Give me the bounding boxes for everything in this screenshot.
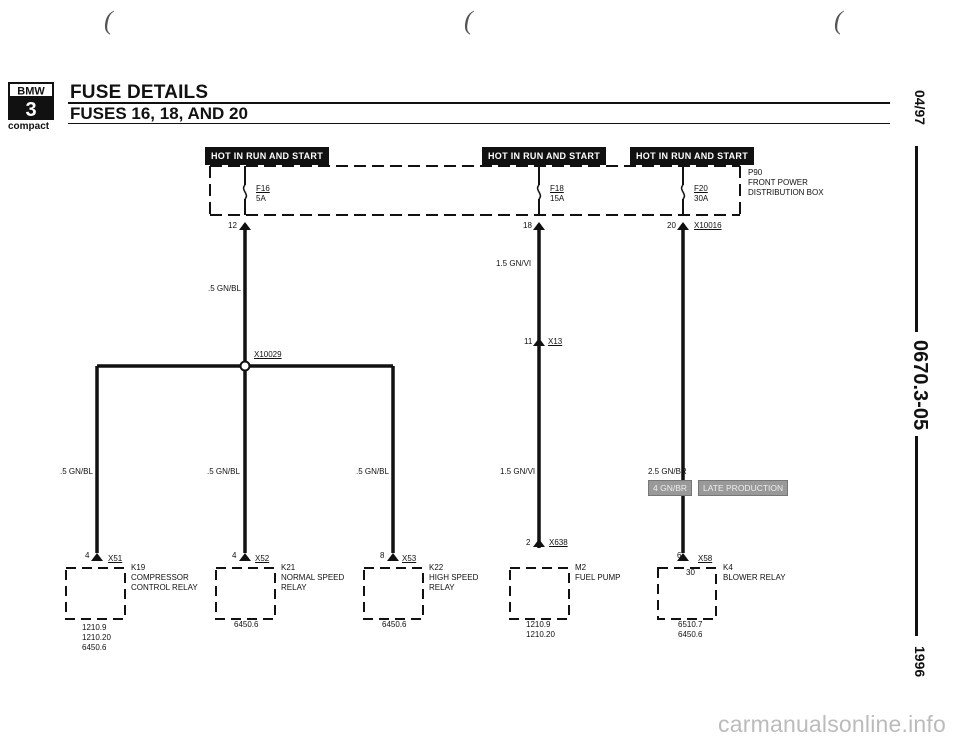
m2-ref-2: 1210.20 (526, 630, 555, 639)
k4-name-1: BLOWER RELAY (723, 573, 786, 582)
inline-connector-x13: X13 (548, 337, 563, 346)
k4-inner-pin: 30 (686, 568, 695, 577)
side-divider-2 (915, 436, 918, 636)
k22-connector: X53 (402, 554, 417, 563)
k19-name-2: CONTROL RELAY (131, 583, 198, 592)
bmw-logo-icon: BMW 3 (8, 82, 54, 120)
wire-branch-mid: .5 GN/BL (207, 467, 240, 476)
svg-text:BMW: BMW (17, 86, 45, 98)
model-label: compact (8, 121, 50, 132)
k22-ref-1: 6450.6 (382, 620, 407, 629)
k19-pin: 4 (85, 551, 90, 560)
k19-ref-3: 6450.6 (82, 643, 107, 652)
k22-name-1: HIGH SPEED (429, 573, 479, 582)
scan-mark-right: ( (834, 6, 843, 35)
k19-name-1: COMPRESSOR (131, 573, 189, 582)
page-subtitle: FUSES 16, 18, AND 20 (70, 104, 248, 123)
page-title: FUSE DETAILS (70, 82, 209, 103)
k19-id: K19 (131, 563, 146, 572)
svg-text:3: 3 (25, 99, 36, 120)
wire-f18-lower: 1.5 GN/VI (500, 467, 536, 476)
k22-name-2: RELAY (429, 583, 455, 592)
side-divider-1 (915, 146, 918, 332)
splice-x10029: X10029 (254, 350, 282, 359)
scan-mark-center: ( (464, 6, 473, 35)
wire-branch-left: .5 GN/BL (60, 467, 93, 476)
wire-f20: 2.5 GN/BR (648, 467, 687, 476)
k4-ref-1: 6510.7 (678, 620, 703, 629)
watermark: carmanualsonline.info (718, 711, 946, 737)
title-rule (68, 102, 890, 104)
wire-f18-upper: 1.5 GN/VI (496, 259, 532, 268)
fuse-f20-rating: 30A (694, 194, 709, 203)
dist-box-name-2: DISTRIBUTION BOX (748, 188, 824, 197)
dist-box-name-1: FRONT POWER (748, 178, 808, 187)
fuse-f18-rating: 15A (550, 194, 565, 203)
m2-id: M2 (575, 563, 587, 572)
late-production-wire: 4 GN/BR (648, 480, 693, 496)
k21-name-1: NORMAL SPEED (281, 573, 345, 582)
k21-pin: 4 (232, 551, 237, 560)
scan-mark-left: ( (104, 6, 113, 35)
pin-f18: 18 (523, 221, 532, 230)
dist-box-id: P90 (748, 168, 763, 177)
k21-connector: X52 (255, 554, 270, 563)
pin-f20: 20 (667, 221, 676, 230)
k21-name-2: RELAY (281, 583, 307, 592)
wire-branch-right: .5 GN/BL (356, 467, 389, 476)
fuse-f16-rating: 5A (256, 194, 266, 203)
power-label-f20: HOT IN RUN AND START (630, 147, 754, 165)
k19-ref-1: 1210.9 (82, 623, 107, 632)
power-label-f16: HOT IN RUN AND START (205, 147, 329, 165)
k4-id: K4 (723, 563, 733, 572)
power-label-f18: HOT IN RUN AND START (482, 147, 606, 165)
fuse-f18-id: F18 (550, 184, 564, 193)
m2-pin: 2 (526, 538, 531, 547)
k4-pin: 6 (677, 551, 682, 560)
k21-id: K21 (281, 563, 296, 572)
fuse-f20-id: F20 (694, 184, 708, 193)
k4-ref-2: 6450.6 (678, 630, 703, 639)
subtitle-rule (68, 123, 890, 124)
m2-connector: X638 (549, 538, 568, 547)
m2-ref-1: 1210.9 (526, 620, 551, 629)
late-production-note: 4 GN/BR LATE PRODUCTION (648, 480, 794, 496)
k22-id: K22 (429, 563, 444, 572)
connector-x10016: X10016 (694, 221, 722, 230)
k19-ref-2: 1210.20 (82, 633, 111, 642)
k21-ref-1: 6450.6 (234, 620, 259, 629)
inline-pin-11: 11 (524, 337, 533, 346)
k22-pin: 8 (380, 551, 385, 560)
pin-f16: 12 (228, 221, 237, 230)
wire-f16-trunk: .5 GN/BL (208, 284, 241, 293)
k19-connector: X51 (108, 554, 123, 563)
fuse-f16-id: F16 (256, 184, 270, 193)
m2-name-1: FUEL PUMP (575, 573, 621, 582)
late-production-label: LATE PRODUCTION (698, 480, 789, 496)
k4-connector: X58 (698, 554, 713, 563)
